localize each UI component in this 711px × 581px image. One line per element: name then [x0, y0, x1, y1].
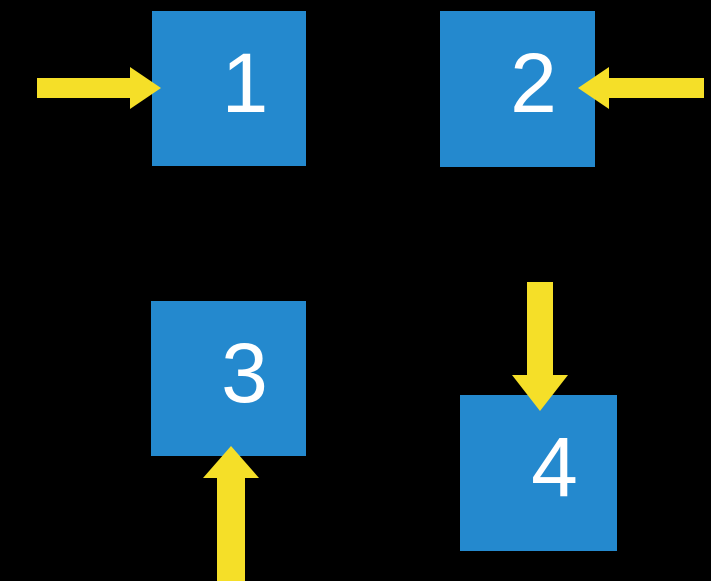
arrow-into-node-3-icon[interactable]: [203, 446, 259, 581]
node-1-label: 1: [221, 36, 269, 130]
node-3-label: 3: [221, 326, 268, 420]
node-3[interactable]: 3: [151, 301, 306, 456]
arrow-into-node-2-icon[interactable]: [578, 67, 704, 109]
arrow-into-node-1-icon[interactable]: [37, 67, 161, 109]
arrow-into-node-4-icon[interactable]: [512, 282, 568, 411]
node-2-label: 2: [510, 36, 557, 130]
node-1[interactable]: 1: [152, 11, 306, 166]
node-4-label: 4: [531, 420, 578, 514]
node-4[interactable]: 4: [460, 395, 617, 551]
node-2[interactable]: 2: [440, 11, 595, 167]
